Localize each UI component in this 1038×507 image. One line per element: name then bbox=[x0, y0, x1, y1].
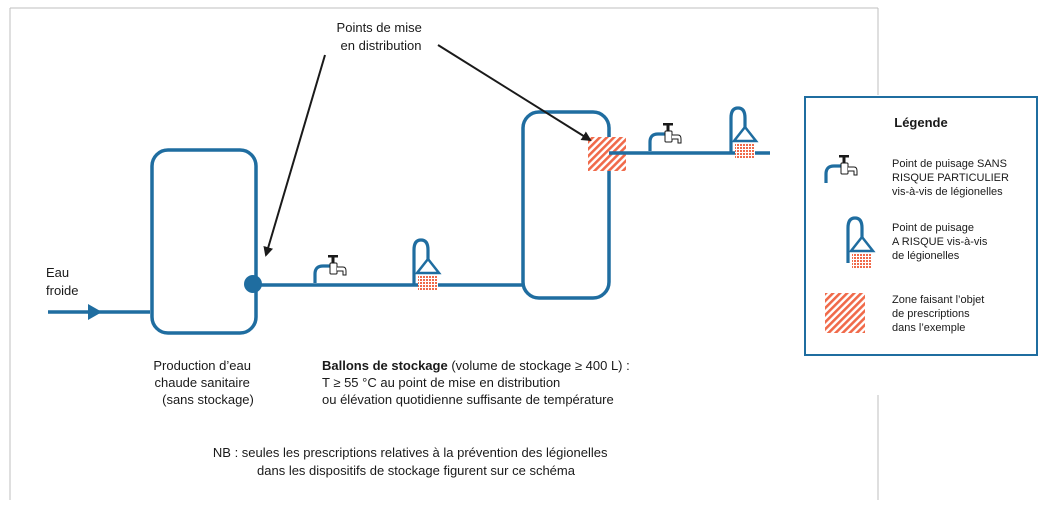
pointer-arrow-storage bbox=[437, 44, 592, 142]
production-label: Production d’eau chaude sanitaire (sans … bbox=[153, 358, 254, 407]
legend-title: Légende bbox=[894, 115, 947, 130]
hatched-zone-icon bbox=[825, 293, 865, 333]
distribution-points-label: Points de mise en distribution bbox=[337, 20, 426, 53]
pointer-arrow-production bbox=[263, 54, 326, 257]
faucet-icon bbox=[648, 121, 683, 153]
legend-item-faucet: Point de puisage SANS RISQUE PARTICULIER… bbox=[892, 158, 1012, 198]
legend-item-zone: Zone faisant l’objet de prescriptions da… bbox=[892, 294, 987, 334]
nb-note: NB : seules les prescriptions relatives … bbox=[213, 445, 611, 478]
distribution-point-marker bbox=[244, 275, 262, 293]
legend-box: Légende Point de puisage SANS RISQUE PAR… bbox=[804, 96, 1038, 356]
inlet-arrow-icon bbox=[88, 304, 102, 320]
production-unit bbox=[150, 148, 258, 335]
storage-tank bbox=[521, 110, 611, 300]
storage-note: Ballons de stockage (volume de stockage … bbox=[322, 358, 633, 407]
legend-item-shower: Point de puisage A RISQUE vis-à-vis de l… bbox=[892, 222, 990, 262]
cold-water-label: Eau froide bbox=[46, 265, 79, 298]
faucet-icon bbox=[313, 253, 348, 285]
